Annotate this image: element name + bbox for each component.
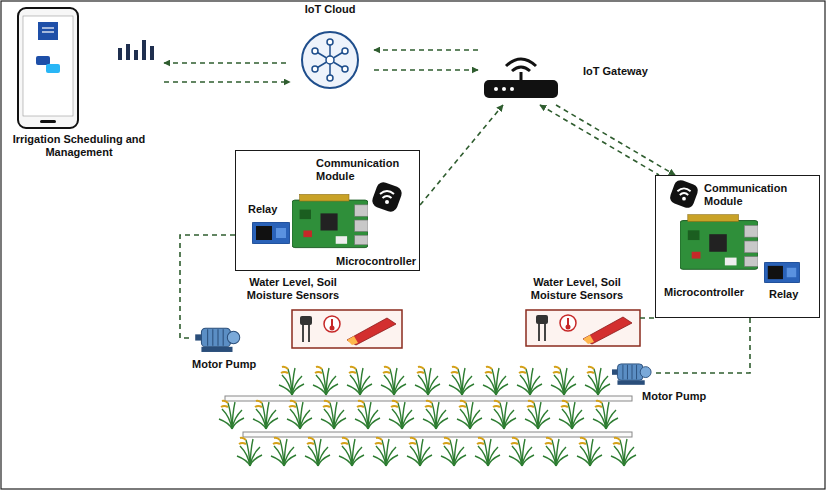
connector-line — [540, 105, 659, 175]
node-label: Water Level, Soil Moisture Sensors — [520, 276, 634, 302]
node-label: IoT Gateway — [583, 65, 648, 78]
node-label: Microcontroller — [336, 255, 416, 268]
dashed-connector — [180, 235, 235, 338]
controller-box: Communication ModuleMicrocontroller Relay — [655, 175, 820, 318]
node-label: Communication Module — [704, 182, 794, 208]
node-label: Communication Module — [316, 157, 402, 183]
connector-line — [556, 105, 675, 175]
connector-line — [420, 105, 503, 205]
node-label: Motor Pump — [642, 390, 706, 403]
connector-line — [164, 81, 290, 83]
mobile-app: Irrigation Scheduling and Management — [4, 5, 164, 165]
sensor-box: Water Level, Soil Moisture Sensors — [238, 276, 406, 350]
dashed-connector — [374, 50, 478, 70]
node-label: Motor Pump — [192, 358, 256, 371]
connector-line — [640, 317, 655, 319]
iot-gateway: IoT Gateway — [478, 45, 658, 105]
dashed-connector — [640, 318, 655, 319]
node-label: Water Level, Soil Moisture Sensors — [238, 276, 348, 302]
iot-cloud: IoT Cloud — [290, 3, 374, 95]
node-label: Microcontroller — [664, 286, 744, 299]
sensor-box: Water Level, Soil Moisture Sensors — [520, 276, 645, 348]
dashed-connector — [540, 105, 675, 175]
dashed-connector — [420, 105, 503, 205]
motor-pump: Motor Pump — [610, 358, 710, 406]
node-label: IoT Cloud — [290, 3, 370, 16]
connector-line — [164, 62, 290, 64]
node-label: Relay — [769, 288, 798, 301]
motor-pump: Motor Pump — [192, 322, 264, 374]
connector-line — [374, 69, 478, 71]
controller-box: Communication ModuleRelayMicrocontroller — [235, 150, 420, 271]
dashed-connector — [652, 318, 750, 373]
connector-line — [374, 49, 478, 51]
node-label: Relay — [248, 203, 277, 216]
dashed-connector — [164, 63, 290, 82]
connector-line — [180, 235, 235, 338]
node-label: Irrigation Scheduling and Management — [4, 133, 154, 159]
connector-line — [652, 318, 750, 373]
